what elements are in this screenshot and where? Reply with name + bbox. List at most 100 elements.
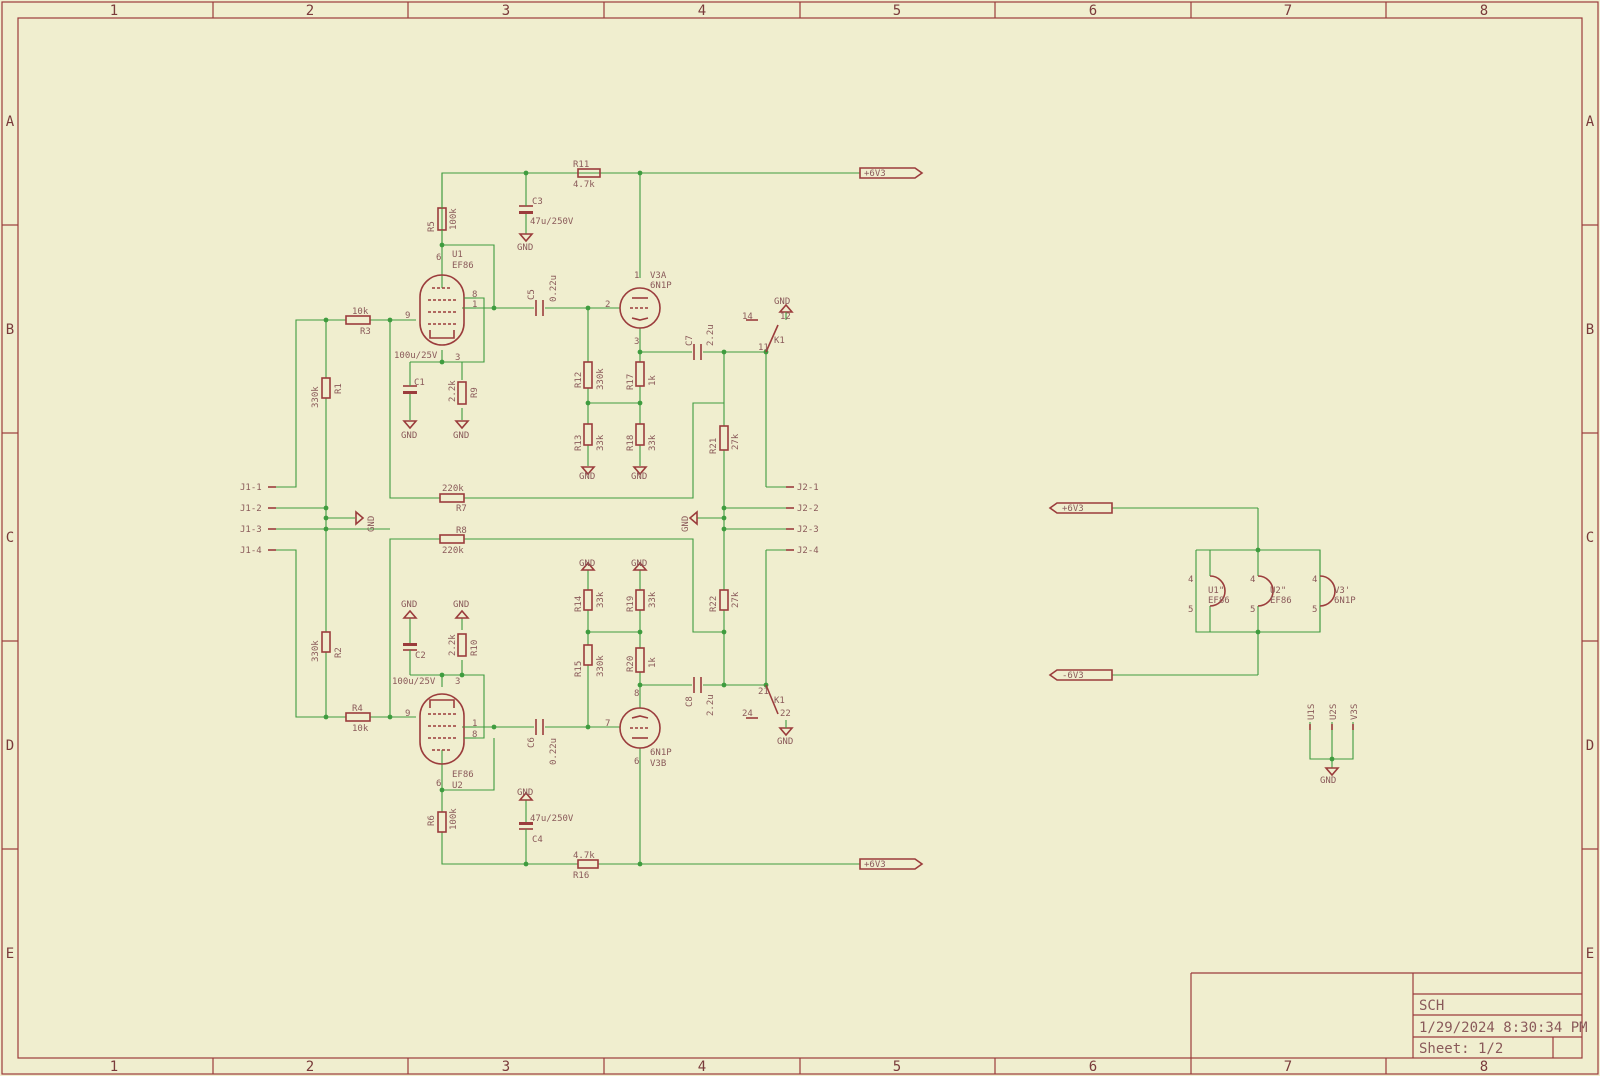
svg-text:330k: 330k bbox=[311, 386, 321, 408]
col-label-4b: 4 bbox=[698, 1059, 706, 1075]
resistor-r5[interactable]: R5 100k bbox=[427, 207, 459, 232]
svg-text:330k: 330k bbox=[596, 368, 606, 390]
col-label-4: 4 bbox=[698, 3, 706, 19]
resistor-r4[interactable]: R4 10k bbox=[345, 704, 371, 734]
pin-j1-1[interactable]: J1-1 bbox=[240, 483, 262, 493]
svg-text:GND: GND bbox=[631, 559, 647, 569]
pin-j2-1[interactable]: J2-1 bbox=[797, 483, 819, 493]
svg-text:5: 5 bbox=[1188, 605, 1193, 615]
row-label-e: E bbox=[6, 946, 14, 962]
resistor-r18[interactable]: R18 33k bbox=[626, 423, 658, 451]
svg-text:R4: R4 bbox=[352, 704, 363, 714]
resistor-r22[interactable]: R22 27k bbox=[709, 589, 741, 612]
heater-u2[interactable]: U2" EF86 4 5 bbox=[1250, 575, 1292, 615]
svg-text:100u/25V: 100u/25V bbox=[392, 677, 436, 687]
svg-text:R9: R9 bbox=[470, 387, 480, 398]
svg-text:+6V3: +6V3 bbox=[864, 860, 886, 870]
net-label-minus-6v3[interactable]: -6V3 bbox=[1048, 669, 1113, 681]
svg-text:-6V3: -6V3 bbox=[1062, 671, 1084, 681]
resistor-r20[interactable]: R20 1k bbox=[626, 647, 658, 673]
svg-text:C4: C4 bbox=[532, 835, 543, 845]
resistor-r16[interactable]: 4.7k R16 bbox=[573, 851, 599, 881]
svg-text:4: 4 bbox=[1312, 575, 1317, 585]
svg-text:1k: 1k bbox=[648, 375, 658, 386]
svg-text:100k: 100k bbox=[449, 208, 459, 230]
svg-text:4: 4 bbox=[1250, 575, 1255, 585]
svg-text:U2: U2 bbox=[452, 781, 463, 791]
capacitor-c7[interactable]: C7 2.2u bbox=[685, 324, 716, 360]
pin-j1-4[interactable]: J1-4 bbox=[240, 546, 262, 556]
resistor-r3[interactable]: 10k R3 bbox=[345, 307, 371, 337]
svg-text:R22: R22 bbox=[709, 596, 719, 612]
svg-text:33k: 33k bbox=[648, 434, 658, 451]
gnd-j2: GND bbox=[681, 510, 698, 532]
svg-text:1: 1 bbox=[472, 300, 477, 310]
net-label-6v3-bottom[interactable]: +6V3 bbox=[859, 858, 924, 870]
net-label-6v3-top[interactable]: +6V3 bbox=[859, 167, 924, 179]
shield-u1s[interactable]: U1S bbox=[1307, 704, 1317, 720]
tube-v3b[interactable]: 6N1P V3B 8 7 6 bbox=[605, 689, 672, 769]
heater-u1[interactable]: U1" EF86 4 5 bbox=[1188, 575, 1230, 615]
svg-text:6N1P: 6N1P bbox=[650, 281, 672, 291]
resistor-r13[interactable]: R13 33k bbox=[574, 423, 606, 451]
col-label-1: 1 bbox=[110, 3, 118, 19]
capacitor-c5[interactable]: C5 0.22u bbox=[527, 275, 559, 316]
resistor-r11[interactable]: R11 4.7k bbox=[573, 160, 601, 190]
resistor-r9[interactable]: 2.2k R9 bbox=[448, 380, 480, 405]
resistor-r14[interactable]: R14 33k bbox=[574, 589, 606, 612]
row-label-c: C bbox=[6, 530, 14, 546]
resistor-r21[interactable]: R21 27k bbox=[709, 425, 741, 454]
svg-text:GND: GND bbox=[453, 600, 469, 610]
svg-text:R13: R13 bbox=[574, 435, 584, 451]
svg-text:GND: GND bbox=[631, 472, 647, 482]
capacitor-c3[interactable]: C3 47u/250V bbox=[519, 197, 574, 234]
capacitor-c6[interactable]: C6 0.22u bbox=[527, 719, 559, 765]
gnd-k1-bottom: GND bbox=[777, 727, 794, 747]
resistor-r12[interactable]: R12 330k bbox=[574, 361, 606, 390]
resistor-r19[interactable]: R19 33k bbox=[626, 589, 658, 612]
resistor-r6[interactable]: R6 100k bbox=[427, 808, 459, 833]
svg-text:R12: R12 bbox=[574, 372, 584, 388]
net-label-6v3-heater[interactable]: +6V3 bbox=[1048, 502, 1113, 514]
svg-text:EF86: EF86 bbox=[452, 261, 474, 271]
svg-text:GND: GND bbox=[401, 431, 417, 441]
pin-j2-3[interactable]: J2-3 bbox=[797, 525, 819, 535]
svg-text:8: 8 bbox=[472, 290, 477, 300]
tube-v3a[interactable]: V3A 6N1P 1 2 3 bbox=[605, 271, 672, 347]
svg-text:C1: C1 bbox=[414, 378, 425, 388]
resistor-r10[interactable]: 2.2k R10 bbox=[448, 633, 480, 657]
capacitor-c2[interactable]: C2 100u/25V bbox=[392, 640, 436, 687]
resistor-r17[interactable]: R17 1k bbox=[626, 361, 658, 390]
pin-j1-3[interactable]: J1-3 bbox=[240, 525, 262, 535]
pin-j2-2[interactable]: J2-2 bbox=[797, 504, 819, 514]
tube-u1[interactable]: U1 EF86 6 9 8 1 3 bbox=[405, 250, 477, 363]
resistor-r15[interactable]: R15 330k bbox=[574, 644, 606, 677]
svg-text:R5: R5 bbox=[427, 221, 437, 232]
gnd-r19: GND bbox=[631, 559, 648, 571]
resistor-r7[interactable]: 220k R7 bbox=[439, 484, 467, 514]
relay-k1[interactable]: K1 14 12 11 K1 24 22 21 bbox=[742, 312, 791, 728]
resistor-r1[interactable]: 330k R1 bbox=[311, 377, 344, 408]
capacitor-c1[interactable]: 100u/25V C1 bbox=[394, 351, 438, 398]
col-label-8b: 8 bbox=[1480, 1059, 1488, 1075]
svg-text:22: 22 bbox=[780, 709, 791, 719]
resistor-r2[interactable]: 330k R2 bbox=[311, 631, 344, 662]
heater-v3[interactable]: V3' 6N1P 4 5 bbox=[1312, 575, 1356, 615]
pin-j1-2[interactable]: J1-2 bbox=[240, 504, 262, 514]
svg-text:0.22u: 0.22u bbox=[549, 738, 559, 765]
tube-u2[interactable]: EF86 U2 3 9 1 8 6 bbox=[405, 677, 477, 791]
capacitor-c8[interactable]: C8 2.2u bbox=[685, 677, 716, 716]
svg-text:6: 6 bbox=[436, 779, 441, 789]
svg-text:R2: R2 bbox=[334, 647, 344, 658]
capacitor-c4[interactable]: 47u/250V C4 bbox=[519, 814, 574, 845]
svg-text:4.7k: 4.7k bbox=[573, 851, 595, 861]
pin-j2-4[interactable]: J2-4 bbox=[797, 546, 819, 556]
shield-u2s[interactable]: U2S bbox=[1329, 704, 1339, 720]
shield-v3s[interactable]: V3S bbox=[1350, 704, 1360, 720]
row-label-c2: C bbox=[1586, 530, 1594, 546]
resistor-r8[interactable]: R8 220k bbox=[439, 526, 467, 556]
svg-text:24: 24 bbox=[742, 709, 753, 719]
connector-j1: J1-1 J1-2 J1-3 J1-4 bbox=[240, 483, 276, 556]
col-label-3b: 3 bbox=[502, 1059, 510, 1075]
